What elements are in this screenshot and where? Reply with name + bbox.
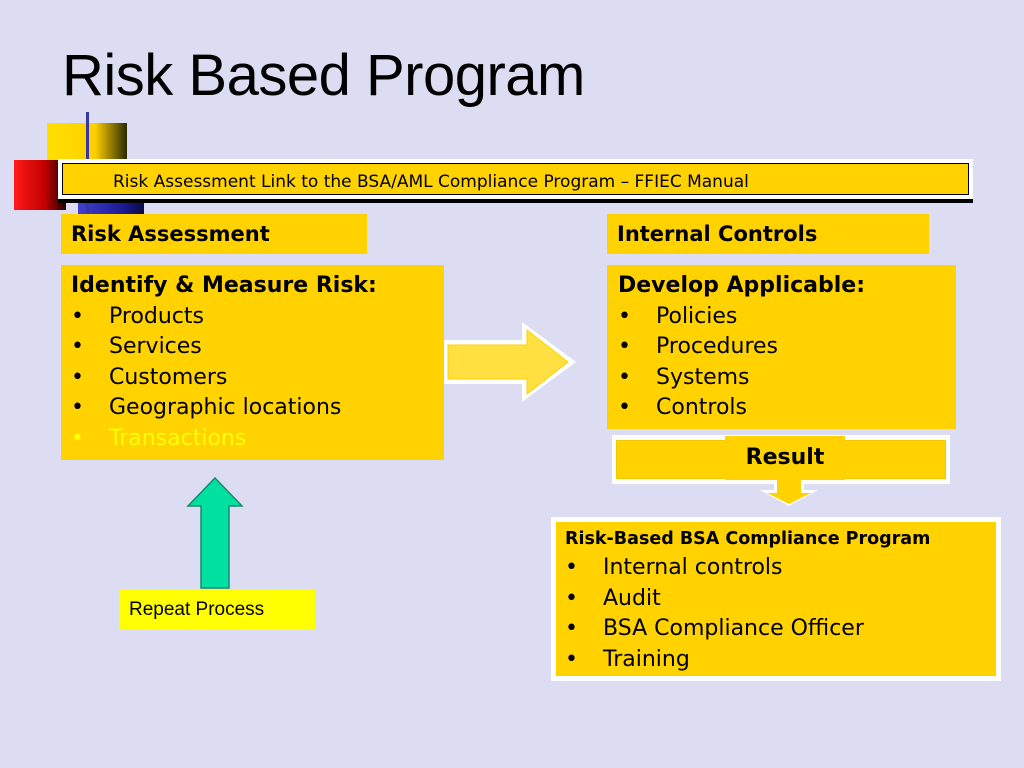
header-risk-assessment: Risk Assessment [61, 214, 367, 254]
item-label: Geographic locations [109, 395, 342, 421]
item-label: Audit [603, 585, 661, 611]
bullet: • [71, 303, 84, 329]
bullet: • [618, 364, 631, 390]
program-box-inner: Risk-Based BSA Compliance Program • Inter… [556, 522, 996, 676]
bullet: • [71, 425, 84, 451]
develop-heading: Develop Applicable: [618, 273, 866, 298]
banner-text: Risk Assessment Link to the BSA/AML Comp… [113, 172, 749, 192]
banner: Risk Assessment Link to the BSA/AML Comp… [58, 159, 973, 199]
list-item: • Products [71, 302, 444, 333]
list-item: • Internal controls [565, 553, 996, 584]
program-heading: Risk-Based BSA Compliance Program [565, 529, 931, 549]
right-arrow-icon [444, 322, 576, 402]
slide-title: Risk Based Program [62, 43, 585, 108]
item-label: Systems [656, 364, 750, 390]
bullet: • [71, 395, 84, 421]
list-item-highlighted: • Transactions [71, 424, 444, 455]
identify-risk-box: Identify & Measure Risk: • Products • Serv… [61, 265, 444, 460]
list-item: • Customers [71, 363, 444, 394]
list-item: • BSA Compliance Officer [565, 614, 996, 645]
list-item: • Procedures [618, 332, 956, 363]
program-box: Risk-Based BSA Compliance Program • Inter… [551, 517, 1001, 681]
list-item: • Geographic locations [71, 393, 444, 424]
list-item: • Services [71, 332, 444, 363]
item-label: Training [603, 646, 690, 672]
item-label: Procedures [656, 334, 778, 360]
repeat-process-label: Repeat Process [119, 590, 315, 630]
item-label: Transactions [109, 425, 247, 451]
list-item: • Training [565, 645, 996, 676]
identify-risk-heading: Identify & Measure Risk: [71, 273, 377, 298]
item-label: Internal controls [603, 555, 783, 580]
banner-inner: Risk Assessment Link to the BSA/AML Comp… [62, 163, 969, 195]
down-arrow-icon [760, 478, 818, 506]
item-label: Services [109, 334, 202, 360]
bullet: • [618, 303, 631, 329]
develop-applicable-box: Develop Applicable: • Policies • Procedure… [607, 265, 956, 429]
item-label: Policies [656, 303, 738, 329]
header-internal-controls: Internal Controls [607, 214, 929, 254]
result-label: Result [725, 436, 845, 480]
bullet: • [565, 555, 578, 580]
item-label: BSA Compliance Officer [603, 616, 864, 642]
bullet: • [618, 395, 631, 421]
list-item: • Policies [618, 302, 956, 333]
bullet: • [71, 364, 84, 390]
item-label: Products [109, 303, 204, 329]
item-label: Controls [656, 395, 747, 421]
decor-red-square [14, 160, 66, 210]
list-item: • Audit [565, 584, 996, 615]
bullet: • [565, 616, 578, 642]
bullet: • [71, 334, 84, 360]
list-item: • Systems [618, 363, 956, 394]
item-label: Customers [109, 364, 228, 390]
bullet: • [565, 646, 578, 672]
list-item: • Controls [618, 393, 956, 424]
up-arrow-icon [186, 476, 244, 589]
bullet: • [618, 334, 631, 360]
bullet: • [565, 585, 578, 611]
